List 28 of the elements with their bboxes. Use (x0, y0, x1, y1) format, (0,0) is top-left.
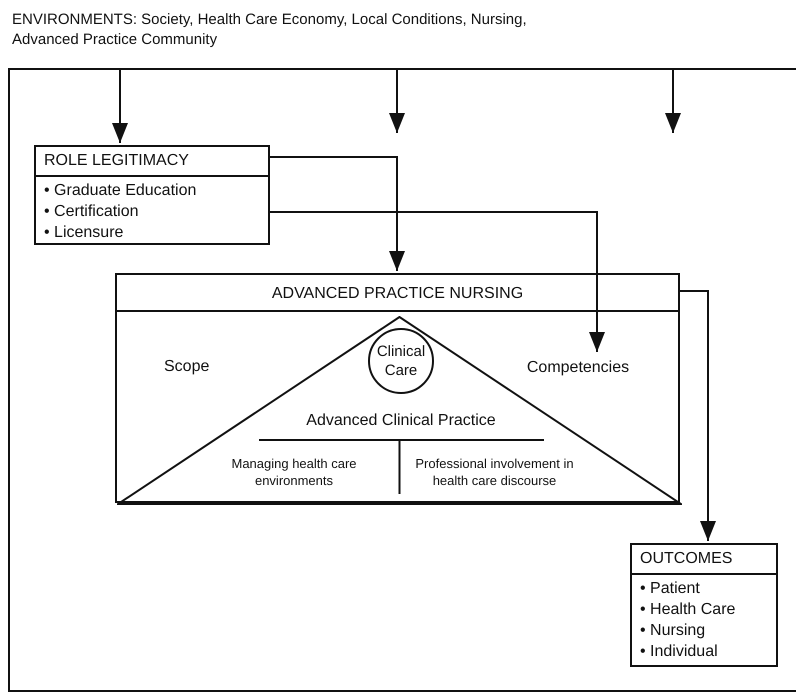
list-item: • Licensure (43, 223, 124, 243)
list-item: • Graduate Education (43, 181, 198, 201)
role-box (34, 145, 270, 245)
frame-heading: ENVIRONMENTS: Society, Health Care Economy, Local Conditions, Nursing, Advanced Practice Community (12, 10, 528, 50)
area-text: Managing health care environments (230, 455, 358, 489)
box-heading: ROLE LEGITIMACY (36, 147, 268, 177)
list-item: • Certification (43, 202, 140, 222)
arrow (268, 156, 405, 271)
arrow (665, 68, 681, 133)
triangle-shape (117, 316, 682, 505)
list-item: • Health Care (639, 600, 736, 620)
area-label: Scope (164, 358, 210, 376)
practice-box (115, 273, 680, 503)
outcomes-box (630, 543, 778, 667)
arrow (268, 211, 605, 352)
arrow (678, 290, 716, 541)
list-item: • Patient (639, 579, 701, 599)
box-heading: OUTCOMES (632, 545, 776, 575)
list-item: • Nursing (639, 621, 706, 641)
area-label: Competencies (526, 359, 630, 377)
circle-label: Clinical Care (376, 342, 426, 380)
box-heading: ADVANCED PRACTICE NURSING (117, 275, 678, 312)
arrow (389, 68, 405, 133)
area-text: Professional involvement in health care discourse (414, 455, 575, 489)
circle-node (368, 328, 434, 394)
list-item: • Individual (639, 642, 719, 662)
arrow (112, 68, 128, 143)
area-heading: Advanced Clinical Practice (305, 412, 497, 430)
